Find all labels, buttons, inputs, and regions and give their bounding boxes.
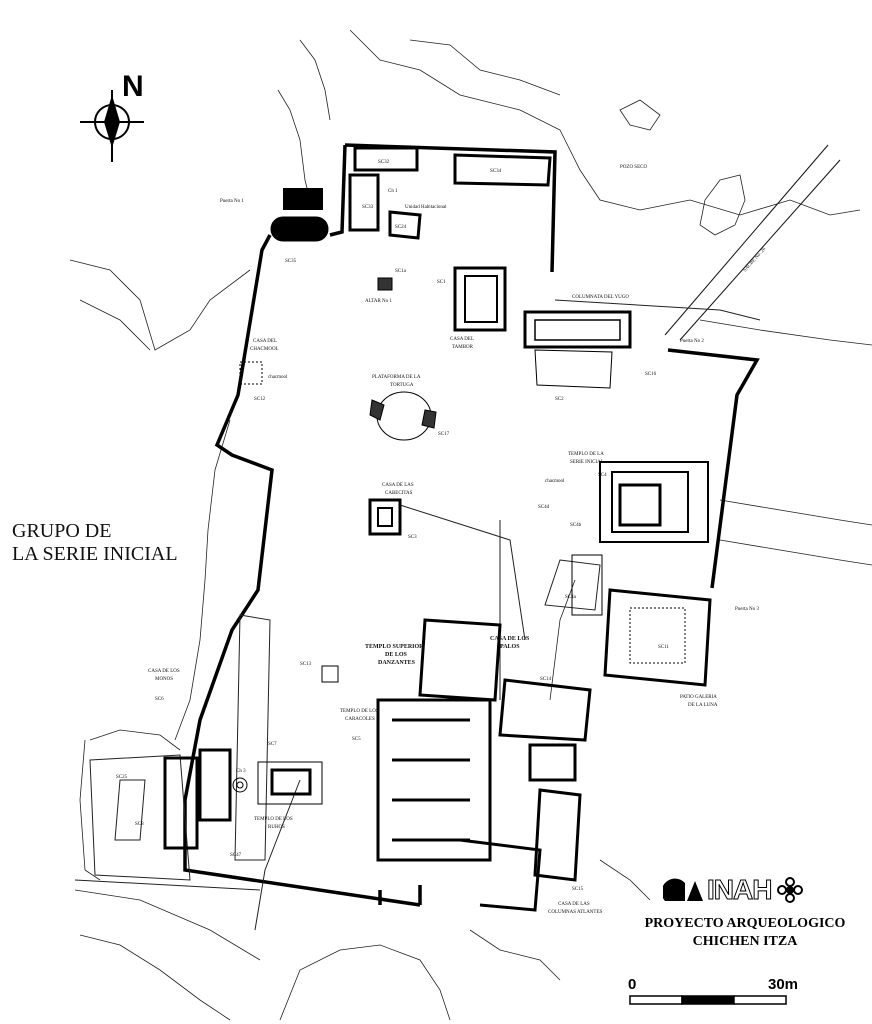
inah-logo: INAH [663,874,805,906]
label-sc13: SC13 [300,662,312,667]
label-plataforma-2: TORTUGA [390,383,414,388]
label-danzantes-1: TEMPLO SUPERIOR [365,644,424,650]
flower-emblem-icon [777,877,804,903]
inner-boundaries [74,299,761,931]
label-sacbe: SACBE No. 26 [743,247,768,274]
label-cabecitas-1: CASA DE LAS [382,483,414,488]
label-sc15: SC15 [572,887,584,892]
label-sc4: SC4 [598,473,607,478]
label-chacmool-small: chacmool [268,375,288,380]
label-cabecitas-2: CABECITAS [385,491,413,496]
label-buhos-2: BUHOS [268,825,285,830]
buildings [163,146,712,912]
label-danzantes-3: DANZANTES [378,660,416,666]
label-buhos-1: TEMPLO DE LOS [254,817,293,822]
label-sc6: SC6 [155,697,164,702]
label-casa-tambor-1: CASA DEL [450,337,474,342]
map-title: GRUPO DE LA SERIE INICIAL [12,520,178,566]
label-sc5: SC5 [352,737,361,742]
label-ch1: Ch 1 [388,189,398,194]
inah-emblem-icon [663,878,703,901]
label-sc14: SC14 [540,677,552,682]
map-title-line1: GRUPO DE [12,520,112,542]
features [232,277,603,793]
label-serie-2: SERIE INICIAL [570,460,604,465]
label-puerta2: Puerta No 2 [680,339,704,344]
label-danzantes-2: DE LOS [385,652,408,658]
label-sc8: SC8 [135,822,144,827]
sacbe-road [664,144,841,341]
label-unidad: Unidad Habitacional [405,205,447,210]
label-sc17: SC17 [438,432,450,437]
label-monos-1: CASA DE LOS [148,669,180,674]
label-sc11: SC11 [658,645,669,650]
label-monos-2: MONOS [155,677,173,682]
label-altar: ALTAR No 1 [365,299,392,304]
label-sc1a: SC1a [395,269,407,274]
label-sc4a: SC4a [565,595,577,600]
scale-end: 30m [768,976,799,993]
label-caracoles-2: CARACOLES [345,717,375,722]
label-puerta1: Puerta No 1 [220,199,244,204]
label-palos-1: CASA DE LOS [490,636,530,642]
label-sc3: SC3 [408,535,417,540]
inah-brand: INAH [706,874,772,906]
label-puerta3: Puerta No 3 [735,607,759,612]
label-patio-2: DE LA LUNA [688,703,718,708]
label-plataforma-1: PLATAFORMA DE LA [372,375,421,380]
label-atlantes-2: COLUMNAS ATLANTES [548,910,603,915]
label-casa-tambor-2: TAMBOR [452,345,474,350]
label-sc4b: SC4b [570,523,582,528]
label-sc34: SC34 [490,169,502,174]
label-chacmool-2: CHACMOOL [250,347,279,352]
scale-bar: 0 30m [628,976,799,1008]
label-atlantes-1: CASA DE LAS [558,902,590,907]
scale-start: 0 [628,976,637,993]
label-sc47: SC47 [230,853,242,858]
label-pozo: POZO SECO [620,165,647,170]
project-title: PROYECTO ARQUEOLOGICO CHICHEN ITZA [620,915,870,951]
project-line2: CHICHEN ITZA [692,934,798,949]
label-sc35: SC35 [285,259,297,264]
terrain-contours [69,29,872,1021]
label-sc7: SC7 [268,742,277,747]
label-sc16: SC16 [645,372,657,377]
label-sc1: SC1 [437,280,446,285]
label-palos-2: PALOS [500,644,520,650]
project-line1: PROYECTO ARQUEOLOGICO [644,916,846,931]
label-columnata: COLUMNATA DEL YUGO [572,295,629,300]
label-sc12: SC12 [254,397,266,402]
map-title-line2: LA SERIE INICIAL [12,543,178,565]
label-ch3: Ch 3 [236,769,246,774]
north-label: N [122,70,144,103]
label-sc24: SC24 [395,225,407,230]
site-labels: Puerta No 1 SC32 SC34 Ch 1 Unidad Habita… [116,160,768,915]
label-chacmool-1: CASA DEL [253,339,277,344]
label-sc25: SC25 [116,775,128,780]
label-patio-1: PATIO GALERIA [680,695,717,700]
label-sc2: SC2 [555,397,564,402]
label-serie-1: TEMPLO DE LA [568,452,604,457]
label-sc4d: SC4d [538,505,550,510]
label-sc32: SC32 [378,160,390,165]
label-caracoles-1: TEMPLO DE LOS [340,709,379,714]
label-chacmool-b: chacmool [545,479,565,484]
label-sc33: SC33 [362,205,374,210]
north-arrow-icon: N [80,70,144,162]
scale-bar-graphic [629,995,787,1005]
